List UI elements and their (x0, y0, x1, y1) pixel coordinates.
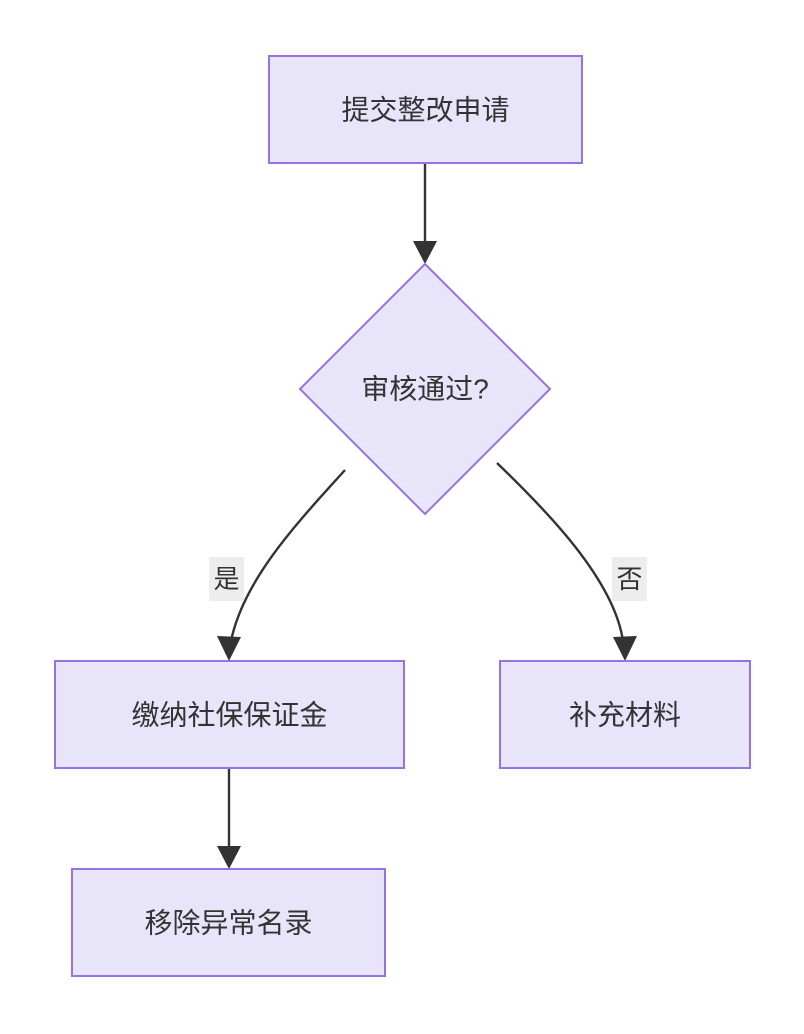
node-remove[interactable]: 移除异常名录 (71, 868, 386, 977)
node-supplement[interactable]: 补充材料 (499, 660, 751, 769)
edge-submit-to-review (413, 163, 437, 264)
edge-review-to-deposit (217, 469, 346, 661)
edge-layer (217, 163, 637, 869)
edge-line (496, 462, 625, 642)
edge-label-no: 否 (612, 557, 647, 601)
arrowhead-icon (217, 636, 241, 661)
node-submit-shape[interactable] (268, 55, 583, 164)
node-submit[interactable]: 提交整改申请 (268, 55, 583, 164)
arrowhead-icon (217, 846, 241, 869)
node-supplement-shape[interactable] (499, 660, 751, 769)
edge-label-yes: 是 (209, 557, 244, 601)
edge-label-layer: 是 否 (209, 557, 647, 601)
edge-label-no-background (612, 557, 647, 601)
node-review-shape[interactable] (298, 262, 552, 516)
arrowhead-icon (613, 636, 637, 661)
edge-line (229, 469, 346, 642)
edge-label-yes-background (209, 557, 244, 601)
node-deposit[interactable]: 缴纳社保保证金 (54, 660, 405, 769)
arrowhead-icon (413, 241, 437, 264)
edge-review-to-supplement (496, 462, 637, 661)
node-remove-shape[interactable] (71, 868, 386, 977)
edge-deposit-to-remove (217, 768, 241, 869)
node-deposit-shape[interactable] (54, 660, 405, 769)
node-layer: 提交整改申请 审核通过? 缴纳社保保证金 补充材料 移除异常名录 (54, 55, 751, 977)
